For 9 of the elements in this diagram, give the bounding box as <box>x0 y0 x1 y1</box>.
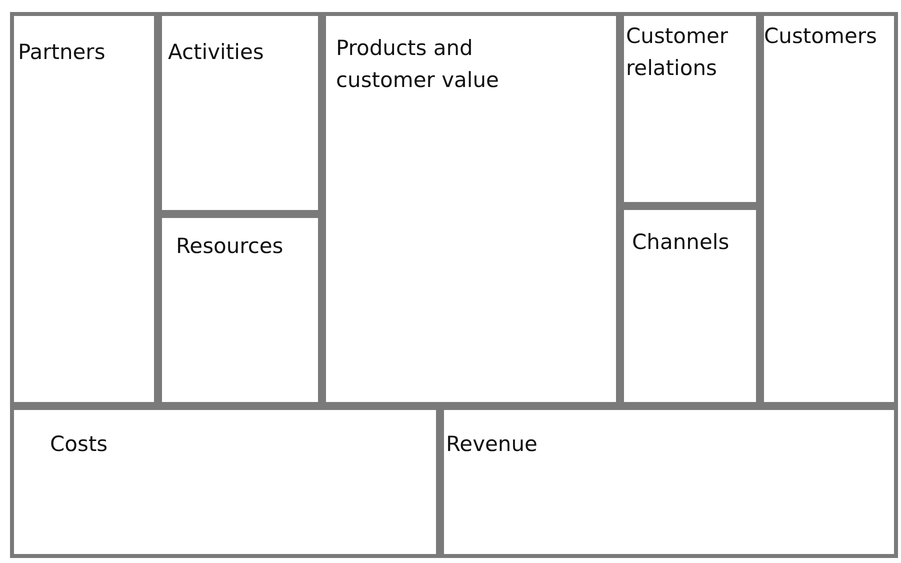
section-heading: Resources <box>176 233 284 260</box>
section-heading: Customer relations <box>626 23 730 82</box>
section-heading: Customers <box>764 23 877 50</box>
section-heading: Activities <box>168 39 264 66</box>
section-heading: Channels <box>632 229 730 256</box>
section-heading: Revenue <box>446 431 538 458</box>
section-heading: Costs <box>50 431 108 458</box>
section-heading: Products and customer value <box>336 35 500 94</box>
section-heading: Partners <box>18 39 106 66</box>
